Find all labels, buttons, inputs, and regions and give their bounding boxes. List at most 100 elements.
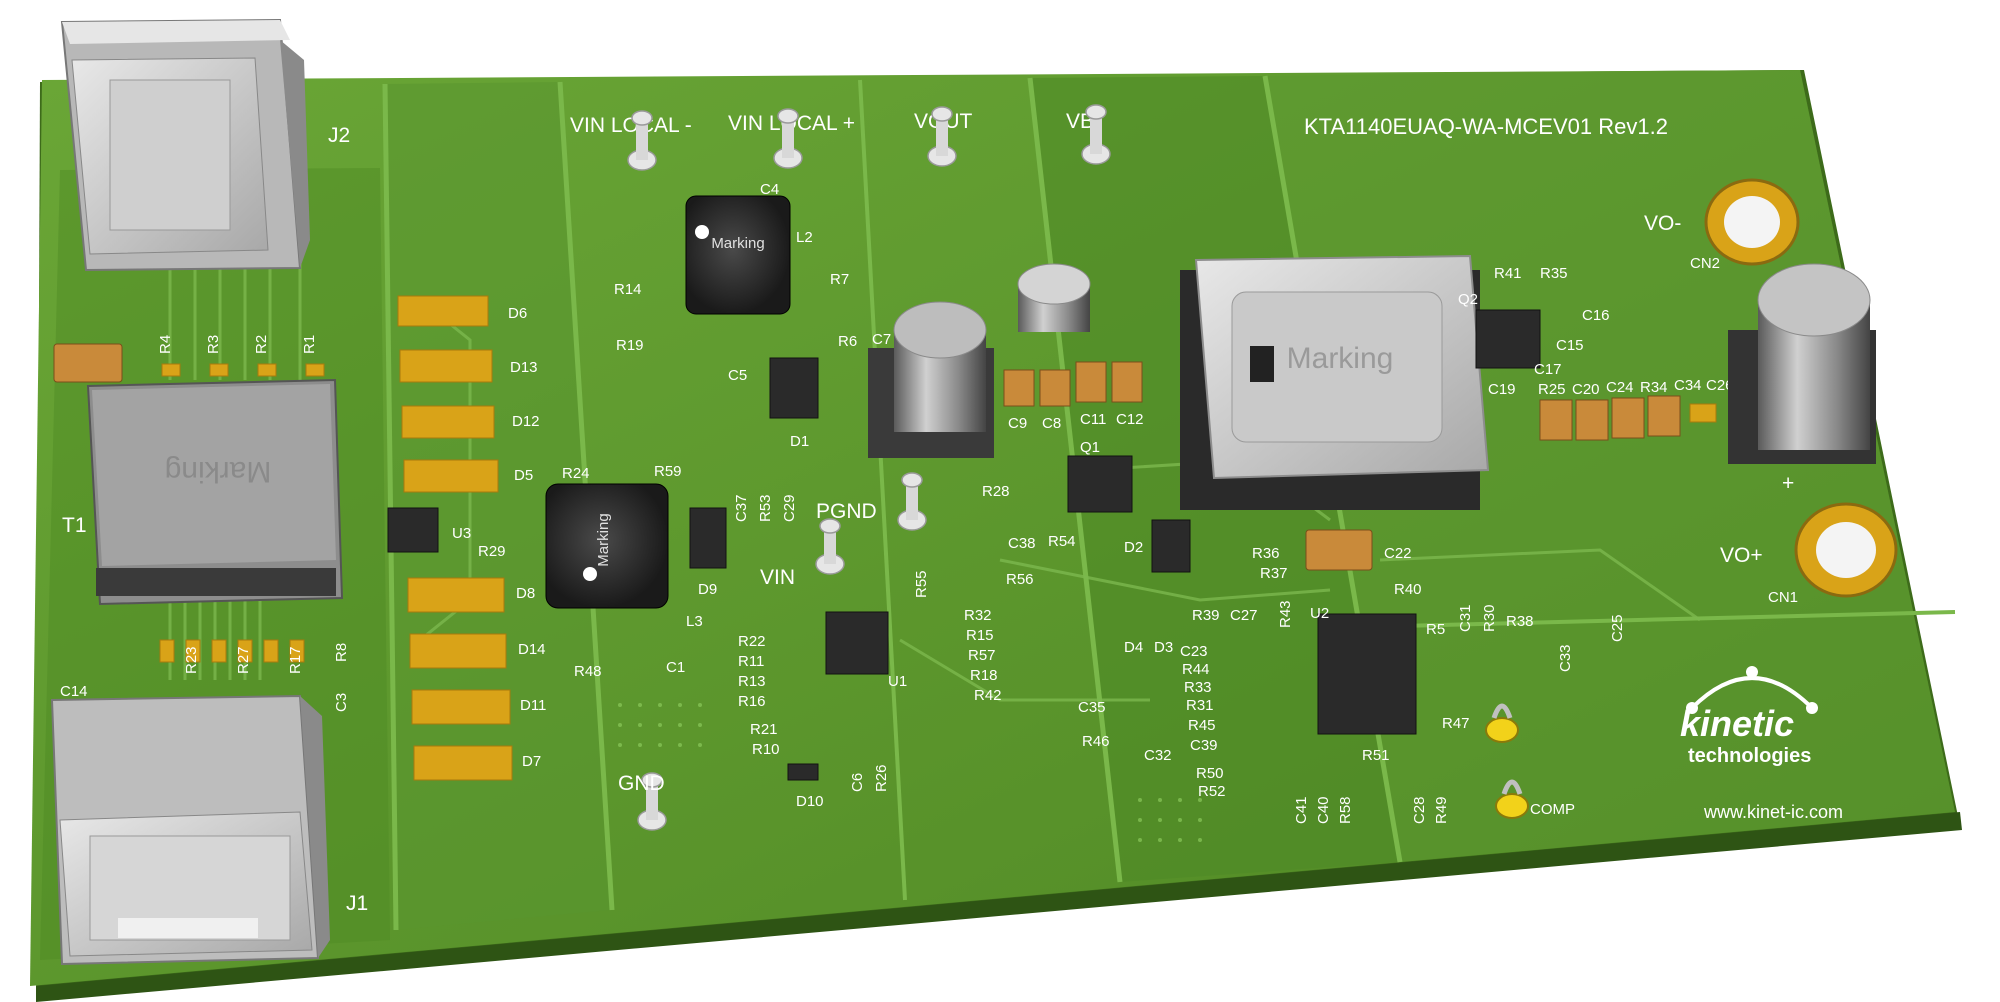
diode-d1 <box>769 357 819 419</box>
ref-d6: D6 <box>508 305 527 322</box>
ref-r53: R53 <box>757 494 774 522</box>
label-vin: VIN <box>760 566 795 589</box>
ref-r25: C34 <box>1674 377 1702 394</box>
ref-d14: D14 <box>518 641 546 658</box>
ref-r22: R32 <box>964 607 992 624</box>
ref-c17: C24 <box>1606 379 1634 396</box>
ref-r4: R4 <box>157 335 174 354</box>
transformer-marking: Marking <box>1287 342 1394 375</box>
ref-l3: L3 <box>686 613 703 630</box>
ref-r29: R55 <box>913 570 930 598</box>
capacitor-small-can <box>1017 263 1091 332</box>
capacitor-c1 <box>1305 529 1373 571</box>
ref-c15: C20 <box>1572 381 1600 398</box>
ref-c23: C35 <box>1078 699 1106 716</box>
logo-technologies: technologies <box>1688 745 1811 767</box>
ref-d4: D4 <box>1124 639 1143 656</box>
ref-c24: R39 <box>1192 607 1220 624</box>
ref-r50: R58 <box>1337 796 1354 824</box>
ref-d2: D2 <box>1124 539 1143 556</box>
diode-d10 <box>787 763 819 781</box>
ref-r13: R57 <box>968 647 996 664</box>
ref-q2: Q2 <box>1458 291 1478 308</box>
label-vo-minus: VO- <box>1644 212 1681 235</box>
ref-r1: R1 <box>301 335 318 354</box>
ref-r36: C16 <box>1582 307 1610 324</box>
ref-r56: R16 <box>738 693 766 710</box>
label-comp: COMP <box>1530 801 1575 818</box>
inductor-l3: Marking <box>545 483 669 609</box>
transistor-q2 <box>1475 309 1541 369</box>
ref-r45: R50 <box>1196 765 1224 782</box>
ref-c19: R34 <box>1640 379 1668 396</box>
ref-c27: C31 <box>1457 604 1474 632</box>
ref-d9: D9 <box>698 581 717 598</box>
label-gnd: GND <box>618 772 665 795</box>
ref-r46: R52 <box>1198 783 1226 800</box>
screw-terminal-cn1 <box>1794 502 1898 598</box>
capacitor-c2 <box>53 343 123 383</box>
ref-d11: D11 <box>520 697 546 714</box>
transformer-t1: Marking <box>86 378 344 606</box>
ref-t1: T1 <box>62 514 87 537</box>
ref-d1: D1 <box>790 433 809 450</box>
test-point-posts-top <box>627 104 1111 171</box>
capacitor-output-electrolytic <box>1728 263 1876 464</box>
ref-r43: R30 <box>1481 604 1498 632</box>
ref-c40: R49 <box>1433 796 1450 824</box>
ic-u2 <box>1317 613 1417 735</box>
ref-c5: C5 <box>728 367 747 384</box>
ref-c35: C39 <box>1190 737 1218 754</box>
ref-u1: U1 <box>888 673 907 690</box>
ref-q1: Q1 <box>1080 439 1100 456</box>
ref-l2: L2 <box>796 229 813 246</box>
resistor-row-bottom-left <box>159 639 305 663</box>
ref-u3: U3 <box>452 525 471 542</box>
ref-cn1: CN1 <box>1768 589 1798 606</box>
ref-r6: R6 <box>838 333 857 350</box>
ref-c16: R25 <box>1538 381 1566 398</box>
ref-r38: R44 <box>1182 661 1210 678</box>
ref-r8: R8 <box>333 643 350 662</box>
ref-r19: R19 <box>616 337 644 354</box>
ref-c39: C40 <box>1315 796 1332 824</box>
ref-r59: R59 <box>654 463 682 480</box>
ref-c1: C22 <box>1384 545 1412 562</box>
ref-r34: C27 <box>1230 607 1258 624</box>
ref-r32: R42 <box>974 687 1002 704</box>
screw-terminal-cn2 <box>1704 178 1800 266</box>
ref-d3: D3 <box>1154 639 1173 656</box>
ref-r18: C6 <box>849 773 866 792</box>
ref-r9: R54 <box>1048 533 1076 550</box>
ref-d7: D7 <box>522 753 541 770</box>
ref-r2: R2 <box>253 335 270 354</box>
rj45-connector-j2 <box>60 18 310 272</box>
ic-u1 <box>825 611 889 675</box>
ref-d10: D10 <box>796 793 824 810</box>
ref-r44: R45 <box>1188 717 1216 734</box>
website-url: www.kinet-ic.com <box>1703 802 1843 822</box>
ref-r21: R48 <box>574 663 602 680</box>
ref-c4: C4 <box>760 181 779 198</box>
ref-r30: C23 <box>1180 643 1208 660</box>
diode-array-top <box>397 295 499 493</box>
ref-r15: R21 <box>750 721 778 738</box>
ref-c32: C41 <box>1293 796 1310 824</box>
ref-c25: R33 <box>1184 679 1212 696</box>
ref-r3: R3 <box>205 335 222 354</box>
ref-r16: R18 <box>970 667 998 684</box>
label-vo-plus: VO+ <box>1720 544 1763 567</box>
ref-r57: R10 <box>752 741 780 758</box>
ref-r55: R13 <box>738 673 766 690</box>
label-vin-local-minus: VIN LOCAL - <box>570 114 692 137</box>
ref-j1: J1 <box>346 892 368 915</box>
ref-c34: R43 <box>1277 600 1294 628</box>
test-point-posts-mid <box>637 472 927 831</box>
ref-r40: R38 <box>1506 613 1534 630</box>
ref-d12: D12 <box>512 413 540 430</box>
resistor-row-top-left <box>161 363 325 377</box>
rj45-connector-j1 <box>50 694 330 966</box>
ref-c33: R31 <box>1186 697 1214 714</box>
ref-r7: R7 <box>830 271 849 288</box>
